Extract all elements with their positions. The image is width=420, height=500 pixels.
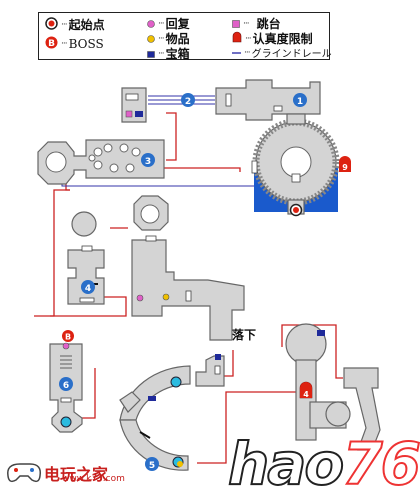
legend-heal-label: 回复 xyxy=(165,17,190,31)
room-mid-corridor xyxy=(131,195,245,341)
legend-heal: ··· 回复 xyxy=(147,15,190,32)
map-legend: ··· 起始点 B ··· BOSS ··· 回复 ··· 物品 ··· 宝箱 … xyxy=(38,12,332,62)
svg-text:3: 3 xyxy=(145,157,151,167)
legend-boss: B ··· BOSS xyxy=(45,36,104,52)
legend-start-label: 起始点 xyxy=(68,18,105,32)
route-h xyxy=(281,324,343,379)
svg-text:B: B xyxy=(65,333,71,342)
brand-text-b: 76 xyxy=(341,429,420,499)
item-icon xyxy=(177,461,183,467)
legend-item-label: 物品 xyxy=(165,32,190,46)
room-area-4 xyxy=(67,211,105,305)
svg-text:5: 5 xyxy=(149,461,155,471)
start-point-icon xyxy=(45,16,58,33)
start-point-icon xyxy=(289,203,303,217)
area-markers: 1 2 3 4 5 6 4 9 B xyxy=(59,93,351,471)
grind-rail-icon xyxy=(232,47,241,58)
jump-orb-icon xyxy=(170,376,182,388)
boss-icon: B xyxy=(45,36,58,52)
svg-text:B: B xyxy=(48,39,55,49)
site-name: 电玩之家 xyxy=(44,465,109,484)
legend-chest: ··· 宝箱 xyxy=(147,45,190,62)
route-i xyxy=(197,391,304,464)
item-icon xyxy=(147,32,155,46)
svg-text:6: 6 xyxy=(63,381,69,391)
route-f xyxy=(82,368,96,419)
route-e xyxy=(50,296,127,317)
marker-red-9: 9 xyxy=(339,156,351,172)
marker-1: 1 xyxy=(293,93,307,107)
svg-text:9: 9 xyxy=(342,163,348,172)
marker-2: 2 xyxy=(181,93,195,107)
site-url: www.k73.com xyxy=(62,474,125,484)
boss-marker: B xyxy=(62,330,74,342)
drop-label: 落下 xyxy=(232,328,257,342)
jump-pad-icon xyxy=(232,17,240,31)
chest-icon xyxy=(317,330,325,336)
legend-item: ··· 物品 xyxy=(147,30,190,47)
svg-text:4: 4 xyxy=(303,390,309,399)
route-g xyxy=(222,350,234,377)
legend-jump-label: 跳台 xyxy=(256,17,281,31)
heal-icon xyxy=(62,342,70,350)
brand-text-a: hao xyxy=(227,429,345,499)
marker-red-4: 4 xyxy=(300,382,312,399)
brand-watermark: hao76 xyxy=(227,429,420,499)
legend-chest-label: 宝箱 xyxy=(165,47,190,61)
chest-icon xyxy=(215,354,221,360)
legend-limit-label: 认真度限制 xyxy=(252,32,313,46)
heal-icon xyxy=(136,294,144,302)
room-area-5 xyxy=(119,354,225,471)
room-area-2-left xyxy=(121,87,147,123)
chest-icon xyxy=(148,396,156,401)
controller-icon xyxy=(4,456,44,490)
legend-start: ··· 起始点 xyxy=(45,16,105,33)
chest-icon xyxy=(147,47,155,61)
route-a xyxy=(166,112,177,161)
room-arena xyxy=(251,113,340,217)
chest-icon xyxy=(135,111,143,117)
site-logo: 电玩之家 xyxy=(4,456,108,490)
jump-pad-icon xyxy=(125,110,133,118)
item-icon xyxy=(162,293,170,301)
marker-6: 6 xyxy=(59,377,73,391)
seriousness-gate-icon xyxy=(232,31,242,46)
legend-grind: ··· グラインドレール xyxy=(232,45,332,60)
jump-orb-icon xyxy=(60,416,72,428)
legend-grind-label: グラインドレール xyxy=(251,49,332,60)
heal-icon xyxy=(147,17,155,31)
marker-4: 4 xyxy=(81,280,95,294)
marker-3: 3 xyxy=(141,153,155,167)
room-area-3 xyxy=(37,139,165,185)
legend-boss-label: BOSS xyxy=(68,37,104,51)
room-right-lower xyxy=(285,323,381,451)
svg-text:1: 1 xyxy=(297,97,303,107)
svg-text:4: 4 xyxy=(85,284,91,294)
room-area-1 xyxy=(215,79,321,121)
marker-5: 5 xyxy=(145,457,159,471)
svg-text:2: 2 xyxy=(185,97,191,107)
legend-limit: ··· 认真度限制 xyxy=(232,30,313,47)
legend-jump: ··· 跳台 xyxy=(232,15,281,32)
route-c xyxy=(34,189,70,317)
